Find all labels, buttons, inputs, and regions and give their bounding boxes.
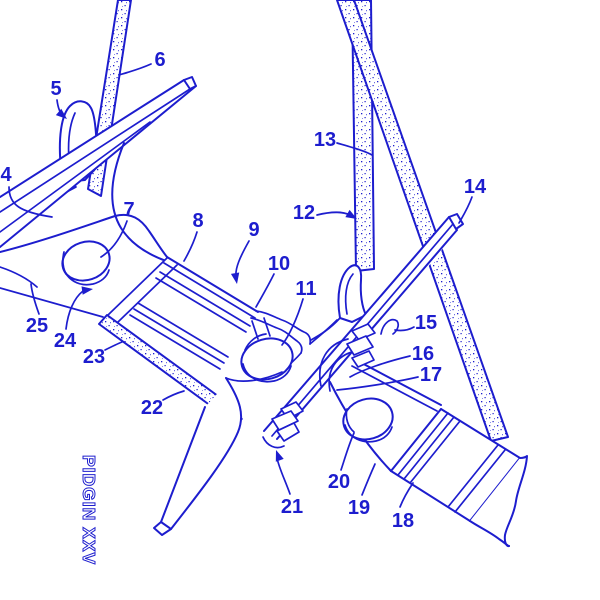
figure-watermark: PIDGIN XXV [79, 455, 99, 565]
callout-22: 22 [141, 390, 185, 419]
callout-7: 7 [100, 199, 135, 258]
assembly1-barrel [107, 256, 311, 407]
callout-14-number: 14 [464, 176, 487, 198]
callout-25-number: 25 [26, 315, 48, 337]
callout-23-leader [104, 341, 123, 351]
callout-5-arrowhead [55, 108, 67, 119]
callout-11-leader [281, 298, 304, 346]
callout-12-arrowhead [345, 209, 357, 219]
callout-6: 6 [118, 49, 166, 76]
callout-22-number: 22 [141, 397, 163, 419]
callout-13: 13 [314, 129, 373, 156]
callout-18-number: 18 [392, 510, 414, 532]
callout-21-arrowhead [275, 450, 284, 462]
callout-15: 15 [394, 312, 437, 334]
callout-17-number: 17 [420, 364, 442, 386]
callout-24-arrowhead [81, 286, 93, 295]
callout-16: 16 [349, 343, 434, 378]
callout-21-number: 21 [281, 496, 303, 518]
callout-25: 25 [26, 283, 48, 337]
callout-14: 14 [458, 176, 487, 224]
callout-11-number: 11 [295, 278, 316, 300]
assembly1-leg [153, 371, 283, 536]
callout-21-leader [276, 457, 291, 495]
callout-20-number: 20 [328, 471, 350, 493]
assembly1-fork-prong [310, 264, 367, 341]
callout-20: 20 [328, 432, 355, 493]
assembly1-rail-curves [0, 142, 168, 318]
callout-7-leader [100, 220, 128, 258]
callout-16-leader [349, 355, 411, 378]
callout-19: 19 [348, 463, 376, 519]
callout-25-leader [30, 283, 40, 315]
clip-21 [262, 401, 304, 449]
callout-13-number: 13 [314, 129, 336, 151]
callout-15-number: 15 [415, 312, 437, 334]
callout-8: 8 [183, 210, 204, 262]
callout-15-leader [394, 326, 415, 332]
callout-24: 24 [54, 286, 93, 352]
callout-6-number: 6 [154, 49, 165, 71]
callout-16-number: 16 [412, 343, 434, 365]
callout-23: 23 [83, 341, 123, 368]
callout-12-number: 12 [293, 202, 315, 224]
callout-18-leader [399, 482, 414, 508]
callout-17-leader [336, 376, 419, 391]
assembly2-foot [469, 455, 528, 548]
callout-19-leader [361, 463, 376, 496]
callout-4-number: 4 [0, 164, 12, 186]
callout-9-leader [235, 240, 250, 278]
callout-8-leader [183, 231, 198, 262]
callout-23-number: 23 [83, 346, 105, 368]
callout-7-number: 7 [123, 199, 134, 221]
callout-20-leader [340, 432, 355, 471]
callout-6-leader [118, 63, 152, 76]
knob-20 [342, 397, 394, 443]
knob-11 [240, 317, 294, 383]
callout-22-leader [162, 390, 185, 401]
callout-4-leader [8, 186, 53, 218]
callout-5-number: 5 [50, 78, 61, 100]
callout-14-leader [458, 196, 473, 224]
callout-8-number: 8 [192, 210, 203, 232]
callout-24-leader [65, 290, 84, 330]
callout-12: 12 [293, 202, 357, 224]
callout-9: 9 [230, 219, 260, 284]
knob-7 [61, 240, 111, 286]
rod-12-stippled [336, 0, 509, 442]
callout-13-leader [336, 142, 373, 156]
callout-21: 21 [275, 450, 303, 518]
callout-11: 11 [281, 278, 317, 346]
callout-10: 10 [255, 253, 290, 308]
callout-10-number: 10 [268, 253, 290, 275]
callout-18: 18 [392, 482, 414, 532]
callout-5: 5 [50, 78, 67, 119]
callout-9-number: 9 [248, 219, 259, 241]
carrier-bar-4 [0, 76, 197, 248]
callout-9-arrowhead [230, 272, 240, 284]
callout-24-number: 24 [54, 330, 77, 352]
callout-10-leader [255, 273, 275, 308]
clips-15-16-17 [346, 318, 400, 368]
callout-17: 17 [336, 364, 442, 391]
callout-12-leader [316, 211, 351, 216]
callout-4: 4 [0, 164, 53, 218]
callout-19-number: 19 [348, 497, 370, 519]
